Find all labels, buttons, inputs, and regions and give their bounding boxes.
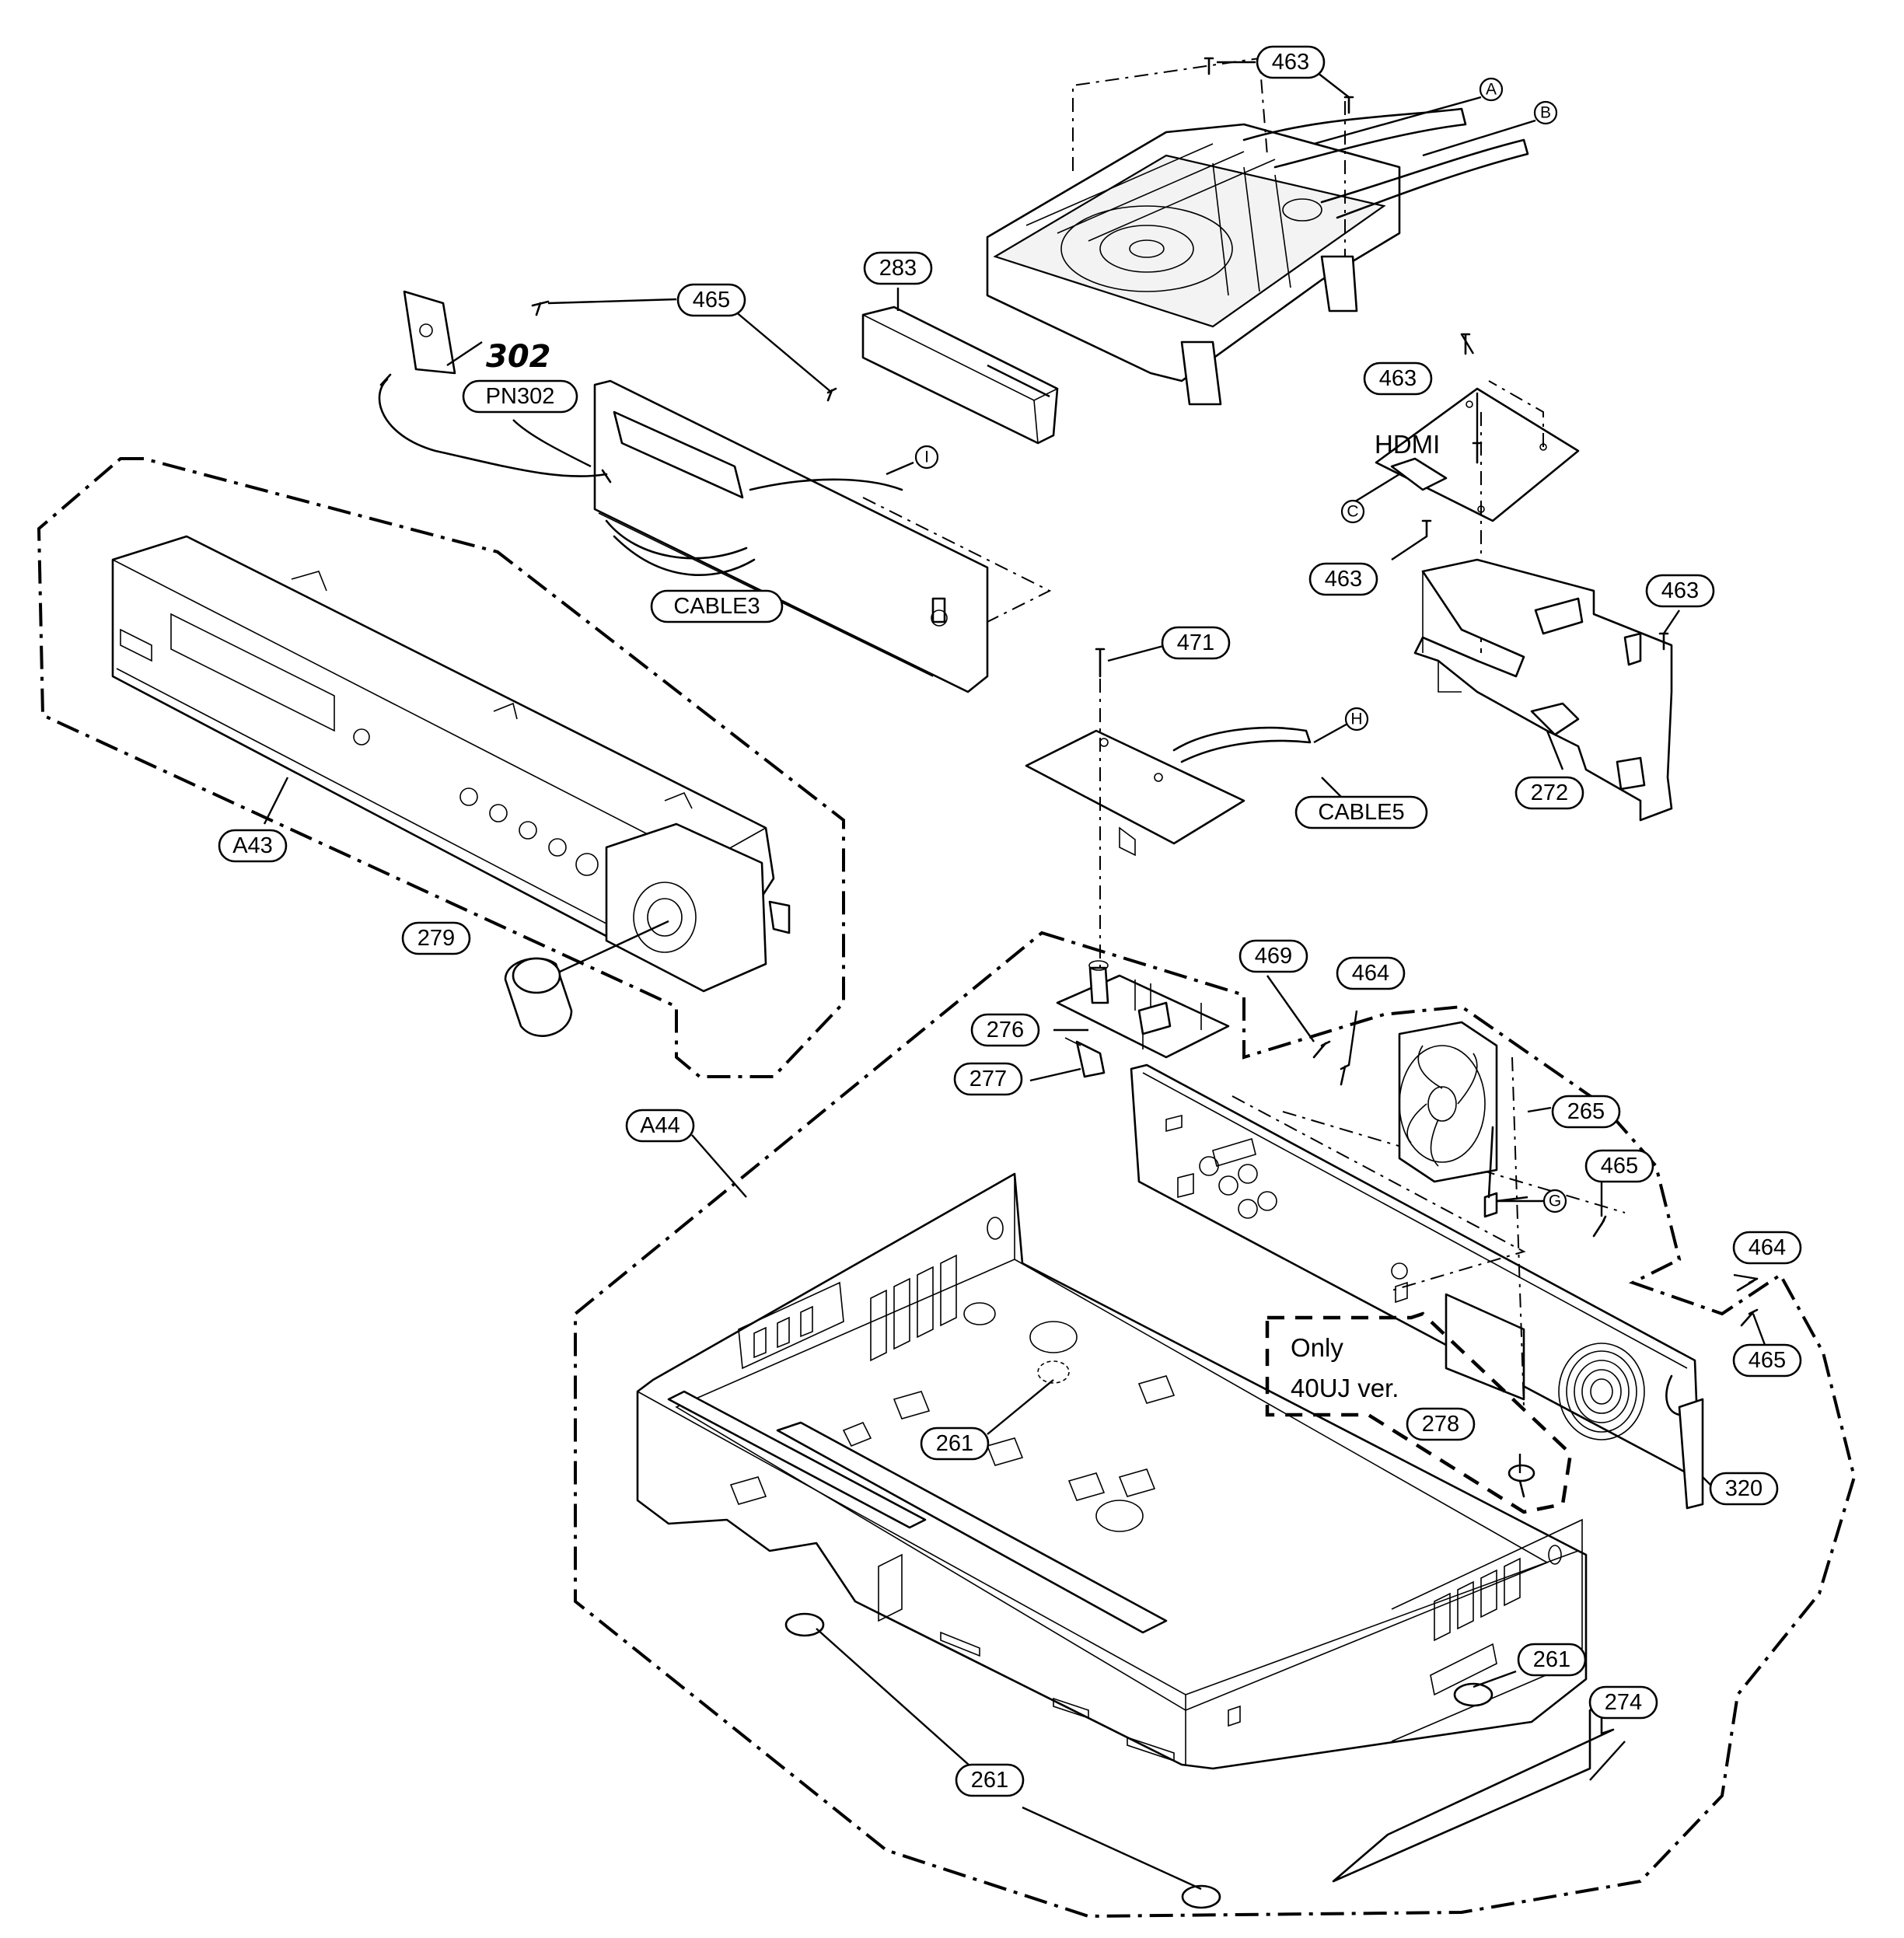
part-277 [1064, 1037, 1106, 1078]
callout-265: 265 [1551, 1095, 1621, 1129]
svg-text:PN302: PN302 [486, 384, 555, 409]
svg-text:463: 463 [1272, 50, 1309, 75]
connector-g: G [1542, 1189, 1567, 1213]
front-panel-a43 [111, 535, 791, 993]
connector-a: A [1479, 77, 1504, 102]
main-chassis-a44 [636, 1172, 1588, 1770]
svg-text:CABLE3: CABLE3 [673, 594, 760, 619]
feet-261 [784, 1360, 1494, 1909]
svg-text:272: 272 [1531, 780, 1568, 805]
callout-261-right: 261 [1517, 1643, 1587, 1677]
svg-text:464: 464 [1352, 961, 1389, 986]
svg-text:261: 261 [1533, 1647, 1570, 1672]
callout-283: 283 [863, 251, 933, 285]
svg-text:465: 465 [693, 288, 730, 313]
svg-text:465: 465 [1601, 1154, 1638, 1179]
handwritten-302: 302 [486, 339, 551, 375]
bracket-272 [1413, 558, 1673, 822]
part-283-bar [861, 306, 1059, 445]
svg-text:283: 283 [879, 256, 917, 281]
callout-465-right: 465 [1732, 1343, 1802, 1378]
svg-text:A44: A44 [640, 1113, 680, 1138]
callout-a43: A43 [218, 829, 288, 863]
svg-text:I: I [924, 449, 929, 466]
svg-text:A43: A43 [232, 833, 273, 858]
callout-261-center: 261 [920, 1426, 990, 1461]
rear-panel [1130, 1063, 1700, 1475]
callout-pn302: PN302 [462, 379, 578, 414]
callout-276: 276 [970, 1013, 1040, 1047]
board-471 [1025, 649, 1312, 976]
fan-grille [1558, 1343, 1704, 1510]
svg-text:464: 464 [1749, 1235, 1786, 1260]
callout-471: 471 [1161, 626, 1231, 660]
only-40uj-line1: Only [1291, 1333, 1343, 1362]
callout-463-hdmi: 463 [1363, 361, 1433, 396]
svg-text:278: 278 [1422, 1412, 1459, 1437]
callout-278: 278 [1406, 1407, 1476, 1441]
callout-279: 279 [401, 921, 471, 955]
callout-277: 277 [953, 1062, 1023, 1096]
only-40uj-boundary [1265, 1311, 1573, 1514]
svg-text:274: 274 [1605, 1690, 1642, 1715]
svg-text:G: G [1549, 1192, 1561, 1210]
callout-cable5: CABLE5 [1294, 795, 1428, 829]
connector-h: H [1344, 707, 1369, 732]
screws [531, 57, 1759, 1498]
hdmi-label: HDMI [1375, 430, 1440, 459]
svg-text:H: H [1350, 711, 1362, 728]
only-40uj-line2: 40UJ ver. [1291, 1374, 1399, 1402]
connector-b: B [1533, 100, 1558, 125]
a44-group-boundary [574, 931, 1857, 1919]
svg-text:463: 463 [1661, 578, 1699, 603]
svg-text:463: 463 [1379, 366, 1417, 391]
svg-text:B: B [1540, 104, 1551, 122]
callout-a44: A44 [625, 1109, 695, 1143]
svg-text:276: 276 [987, 1018, 1024, 1042]
svg-text:261: 261 [971, 1768, 1008, 1793]
callout-463-left: 463 [1308, 562, 1378, 596]
svg-text:469: 469 [1255, 944, 1292, 969]
callout-cable3: CABLE3 [650, 589, 784, 623]
callout-274: 274 [1588, 1685, 1658, 1720]
callout-465-top: 465 [676, 283, 746, 317]
svg-text:265: 265 [1567, 1099, 1605, 1124]
svg-text:CABLE5: CABLE5 [1318, 800, 1404, 825]
fan-265 [1398, 1021, 1525, 1408]
callout-469: 469 [1238, 939, 1308, 973]
connector-c: C [1340, 499, 1365, 524]
callout-464-right: 464 [1732, 1231, 1802, 1265]
svg-text:320: 320 [1725, 1476, 1763, 1501]
callout-464-top: 464 [1336, 956, 1406, 990]
callout-261-bottom: 261 [955, 1763, 1025, 1797]
callout-463-right: 463 [1645, 574, 1715, 608]
svg-text:279: 279 [417, 926, 455, 951]
callout-272: 272 [1514, 776, 1584, 810]
callout-320: 320 [1709, 1472, 1779, 1506]
svg-text:463: 463 [1325, 567, 1362, 592]
callout-463-top: 463 [1256, 45, 1326, 79]
dvd-loader-mechanism [986, 57, 1529, 406]
svg-text:277: 277 [969, 1067, 1007, 1091]
label-274 [1332, 1705, 1615, 1883]
svg-text:471: 471 [1177, 630, 1214, 655]
front-pcb [593, 379, 1052, 693]
callout-465-middle: 465 [1584, 1149, 1654, 1183]
svg-text:261: 261 [936, 1431, 973, 1456]
connector-i: I [914, 445, 939, 470]
pcb-302 [378, 290, 612, 484]
svg-text:A: A [1486, 81, 1497, 99]
knob-279 [504, 920, 669, 1037]
board-276 [1056, 960, 1230, 1059]
svg-text:465: 465 [1749, 1348, 1786, 1373]
svg-text:C: C [1347, 503, 1358, 521]
